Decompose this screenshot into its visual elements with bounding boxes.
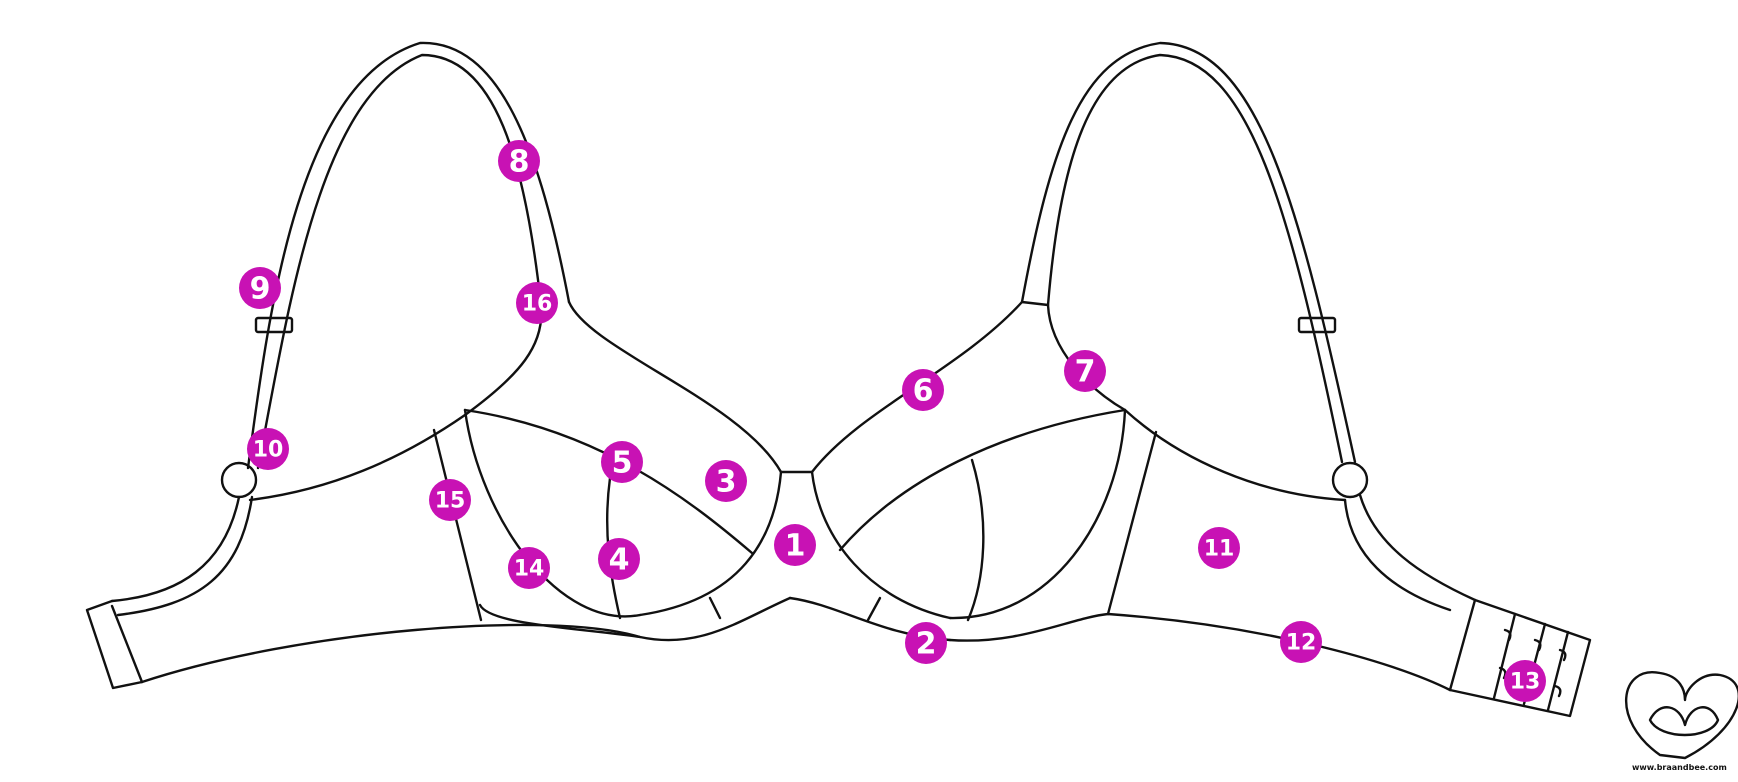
- svg-text:2: 2: [916, 627, 937, 662]
- svg-text:10: 10: [253, 438, 284, 463]
- svg-text:7: 7: [1075, 355, 1096, 390]
- svg-text:1: 1: [785, 529, 806, 564]
- marker-10: 10: [247, 428, 289, 470]
- left-band-and-wing: [85, 413, 792, 690]
- number-markers: 1 2 3 4 5 6 7 8 9 10 11 12 13 14 15 16: [239, 140, 1546, 702]
- marker-8: 8: [498, 140, 540, 182]
- svg-text:3: 3: [716, 465, 737, 500]
- svg-text:15: 15: [435, 489, 466, 514]
- marker-13: 13: [1504, 660, 1546, 702]
- marker-1: 1: [774, 524, 816, 566]
- marker-9: 9: [239, 267, 281, 309]
- svg-text:5: 5: [612, 446, 633, 481]
- right-strap: [1020, 41, 1357, 464]
- marker-15: 15: [429, 479, 471, 521]
- marker-6: 6: [902, 369, 944, 411]
- svg-text:14: 14: [514, 557, 545, 582]
- svg-text:4: 4: [609, 543, 630, 578]
- marker-16: 16: [516, 282, 558, 324]
- marker-7: 7: [1064, 350, 1106, 392]
- svg-text:6: 6: [913, 374, 934, 409]
- svg-text:13: 13: [1510, 670, 1541, 695]
- braandbee-logo: www.braandbee.com: [1624, 671, 1738, 772]
- left-strap: [246, 41, 571, 470]
- right-cup: [810, 300, 1127, 622]
- svg-text:16: 16: [522, 292, 553, 317]
- marker-11: 11: [1198, 527, 1240, 569]
- left-strap-ring: [220, 461, 258, 499]
- logo-url: www.braandbee.com: [1632, 763, 1727, 772]
- svg-text:8: 8: [509, 145, 530, 180]
- marker-3: 3: [705, 460, 747, 502]
- right-band-and-wing: [948, 408, 1592, 718]
- marker-14: 14: [508, 547, 550, 589]
- right-strap-ring: [1331, 461, 1369, 499]
- svg-text:11: 11: [1204, 537, 1235, 562]
- marker-12: 12: [1280, 621, 1322, 663]
- svg-text:12: 12: [1286, 631, 1317, 656]
- svg-text:9: 9: [250, 272, 271, 307]
- marker-5: 5: [601, 441, 643, 483]
- marker-4: 4: [598, 538, 640, 580]
- marker-2: 2: [905, 622, 947, 664]
